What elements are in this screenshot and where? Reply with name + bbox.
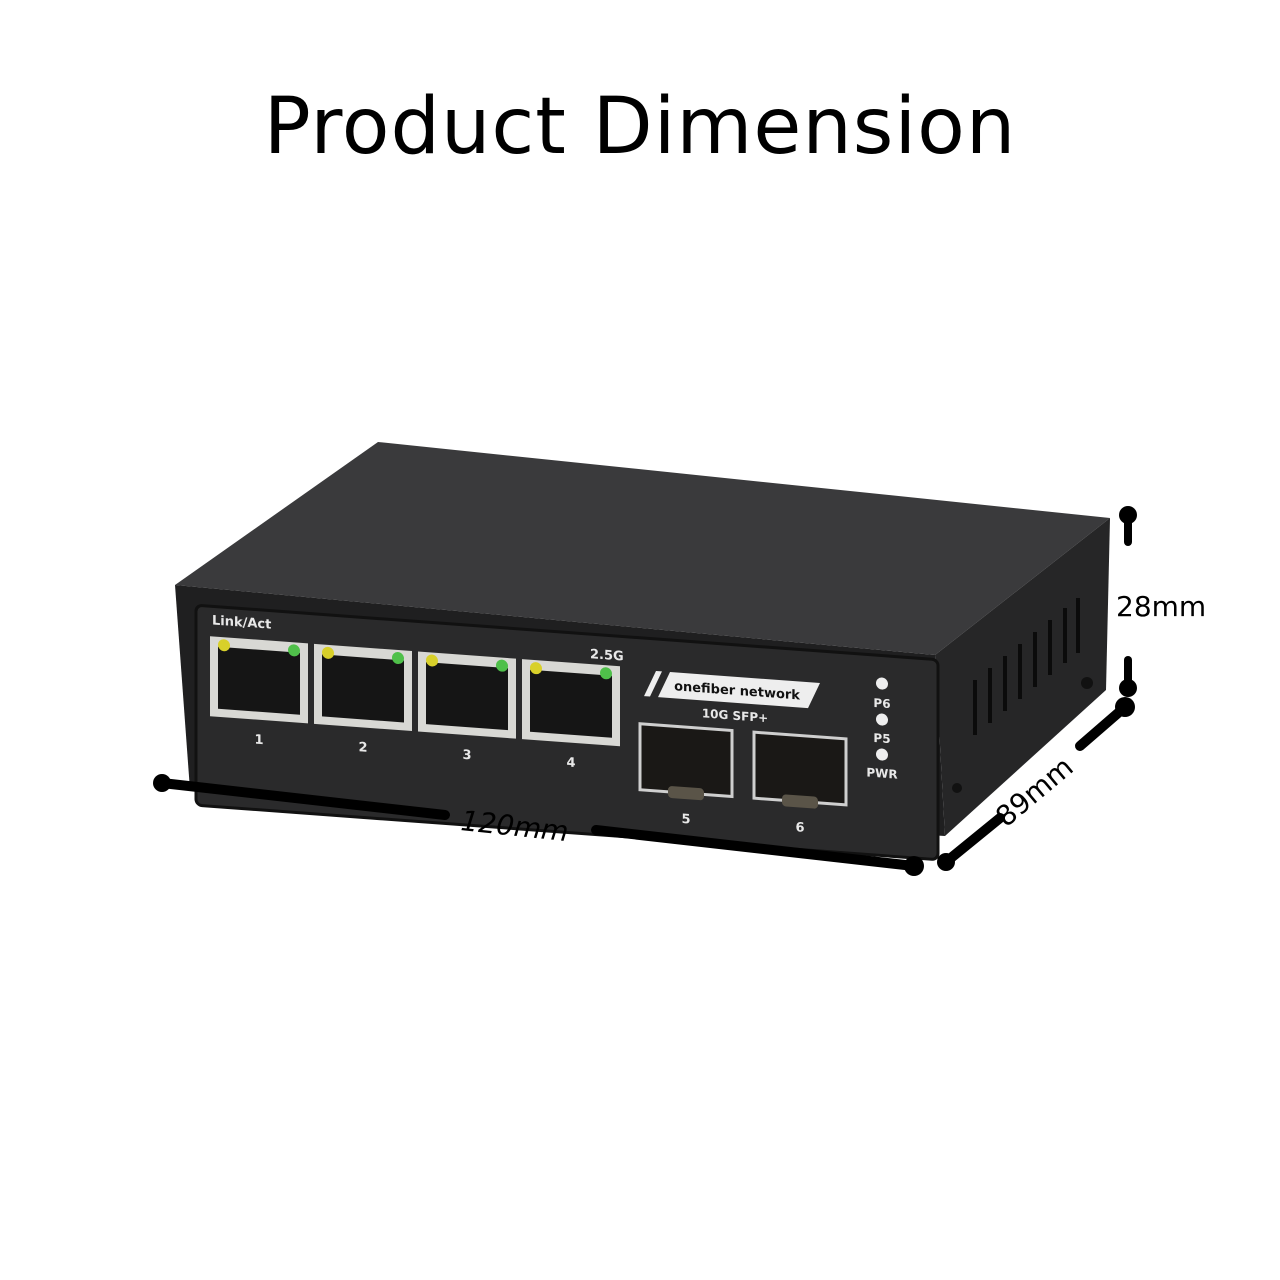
led-act-icon (288, 644, 300, 657)
width-dimension-line (153, 774, 924, 876)
led-p5-icon (876, 713, 888, 726)
screw-icon (952, 783, 962, 793)
port-number: 3 (462, 748, 471, 764)
switch-top-face (175, 442, 1110, 655)
switch-right-side (935, 518, 1110, 836)
sfp-port-6[interactable]: 6 (752, 730, 848, 839)
led-p6-icon (876, 677, 888, 690)
rj45-port-1[interactable]: 1 (210, 636, 308, 751)
brand-label-stripe (644, 670, 662, 697)
led-act-icon (496, 659, 508, 672)
rj45-port-2[interactable]: 2 (314, 643, 412, 759)
page-title: Product Dimension (263, 82, 1017, 172)
sfp-port-5[interactable]: 5 (638, 722, 734, 831)
led-link-icon (426, 654, 438, 667)
link-act-label: Link/Act (212, 613, 271, 632)
sfp-label: 10G SFP+ (702, 706, 768, 725)
led-link-icon (218, 639, 230, 652)
rj45-port-4[interactable]: 4 (522, 659, 620, 774)
height-dimension-line (1119, 506, 1137, 697)
led-label: P5 (873, 731, 890, 746)
led-pwr-icon (876, 748, 888, 761)
led-act-icon (600, 667, 612, 680)
led-label: PWR (866, 765, 897, 781)
rj45-port-3[interactable]: 3 (418, 651, 516, 766)
port-number: 1 (254, 732, 263, 748)
speed-label: 2.5G (590, 647, 624, 664)
port-number: 4 (566, 755, 575, 771)
brand-label-plate (658, 671, 820, 709)
port-number: 2 (358, 740, 367, 756)
port-number: 6 (795, 820, 804, 836)
vent-slots (973, 598, 1080, 735)
height-label: 28mm (1116, 590, 1206, 623)
led-label: P6 (873, 696, 890, 711)
port-number: 5 (681, 812, 690, 828)
screw-icon (1081, 677, 1093, 689)
depth-dimension-line (937, 697, 1135, 871)
led-link-icon (322, 646, 334, 659)
led-link-icon (530, 662, 542, 675)
led-act-icon (392, 651, 404, 665)
